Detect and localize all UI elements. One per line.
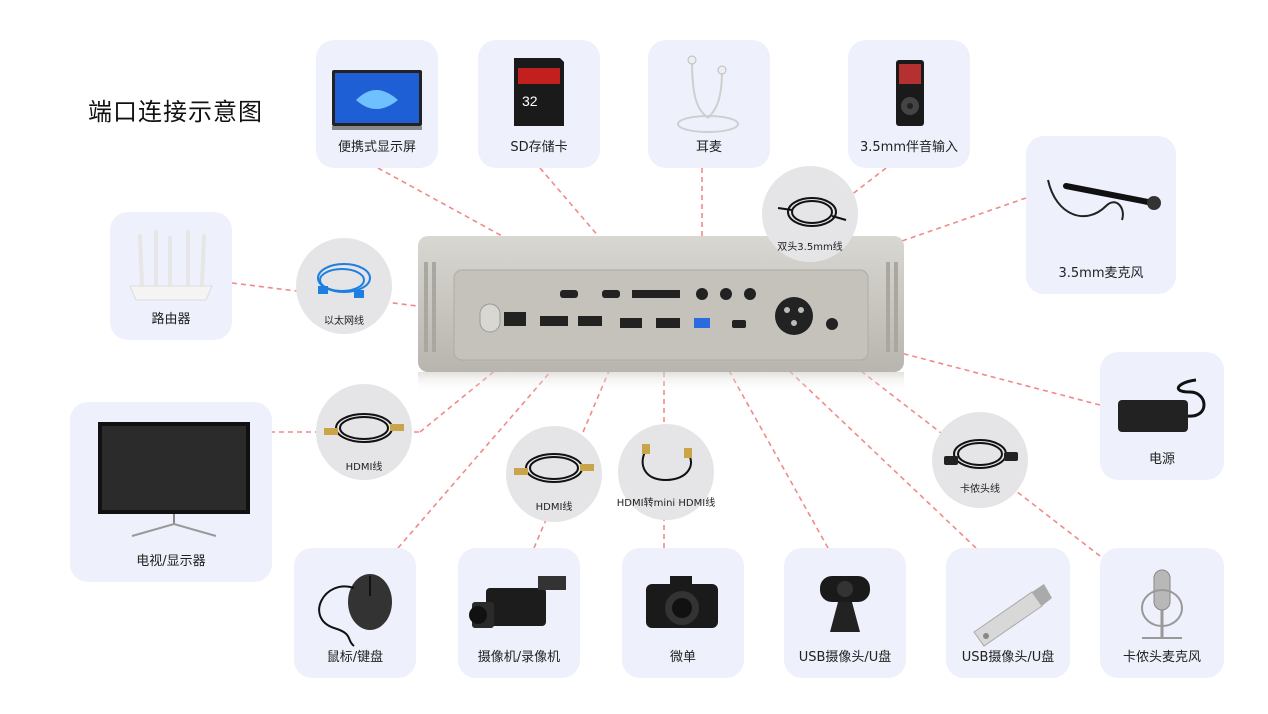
device-card-xlrmic: 卡侬头麦克风 [1100,548,1224,678]
power-adapter-icon [1118,378,1206,432]
ethernet-cable-icon [317,263,371,298]
device-card-laptop: 便携式显示屏 [316,40,438,168]
camcorder-icon [469,576,566,628]
cable-circle-ethernet: 以太网线 [296,238,392,334]
condenser-mic-icon [1141,569,1183,639]
cable-circle-hdmi1: HDMI线 [316,384,412,480]
device-label: USB摄像头/U盘 [798,650,892,665]
xlr-cable-icon [944,439,1018,469]
device-label: 鼠标/键盘 [326,650,384,665]
cable-circle-hdmimini: HDMI转mini HDMI线 [617,424,715,520]
device-label: 电视/显示器 [136,554,206,569]
sd-card-icon: 32 [514,58,564,126]
mp3-player-icon [896,60,924,126]
svg-text:32: 32 [522,93,538,109]
cable-label: 以太网线 [324,316,364,327]
microphone-icon [1047,179,1161,221]
device-card-power: 电源 [1100,352,1224,480]
cable-label: 双头3.5mm线 [777,242,843,253]
hdmi-cable-icon [324,413,404,443]
device-label: 卡侬头麦克风 [1122,650,1201,665]
device-label: 电源 [1148,452,1175,467]
device-card-mp3: 3.5mm伴音输入 [848,40,970,168]
device-card-usbdrive: USB摄像头/U盘 [946,548,1070,678]
device-label: 3.5mm麦克风 [1058,266,1144,281]
device-card-webcam: USB摄像头/U盘 [784,548,906,678]
laptop-icon [332,70,422,130]
device-card-mic35: 3.5mm麦克风 [1026,136,1176,294]
cable-circle-xlr: 卡侬头线 [932,412,1028,508]
device-label: 路由器 [151,312,191,327]
webcam-icon [820,576,870,632]
device-card-camera: 微单 [622,548,744,678]
device-card-router: 路由器 [110,212,232,340]
device-label: USB摄像头/U盘 [961,650,1055,665]
device-card-camcorder: 摄像机/录像机 [458,548,580,678]
camera-icon [646,576,718,628]
cable-label: HDMI线 [345,462,383,473]
device-label: 微单 [669,650,696,665]
cable-label: HDMI线 [535,502,573,513]
device-card-sd: 32 SD存储卡 [478,40,600,168]
device-label: 便携式显示屏 [337,140,416,155]
cable-label: HDMI转mini HDMI线 [616,498,716,509]
device-label: SD存储卡 [510,140,568,155]
device-label: 摄像机/录像机 [477,650,561,665]
mini-pc-device [418,236,904,392]
device-label: 耳麦 [695,140,722,155]
cable-circle-hdmi2: HDMI线 [506,426,602,522]
cable-label: 卡侬头线 [960,484,1000,495]
device-card-earphone: 耳麦 [648,40,770,168]
mouse-icon [318,574,392,647]
page-title: 端口连接示意图 [88,98,263,126]
audio-cable-icon [777,197,847,227]
cable-circle-dual35: 双头3.5mm线 [762,166,858,262]
hdmi-cable-icon [514,453,594,483]
hdmi-mini-cable-icon [641,444,693,482]
usb-drive-icon [973,584,1052,647]
device-card-mouse: 鼠标/键盘 [294,548,416,678]
earphone-icon [677,55,739,133]
router-icon [129,230,213,301]
device-label: 3.5mm伴音输入 [859,140,958,155]
device-card-tv: 电视/显示器 [70,402,272,582]
tv-icon [98,422,250,537]
